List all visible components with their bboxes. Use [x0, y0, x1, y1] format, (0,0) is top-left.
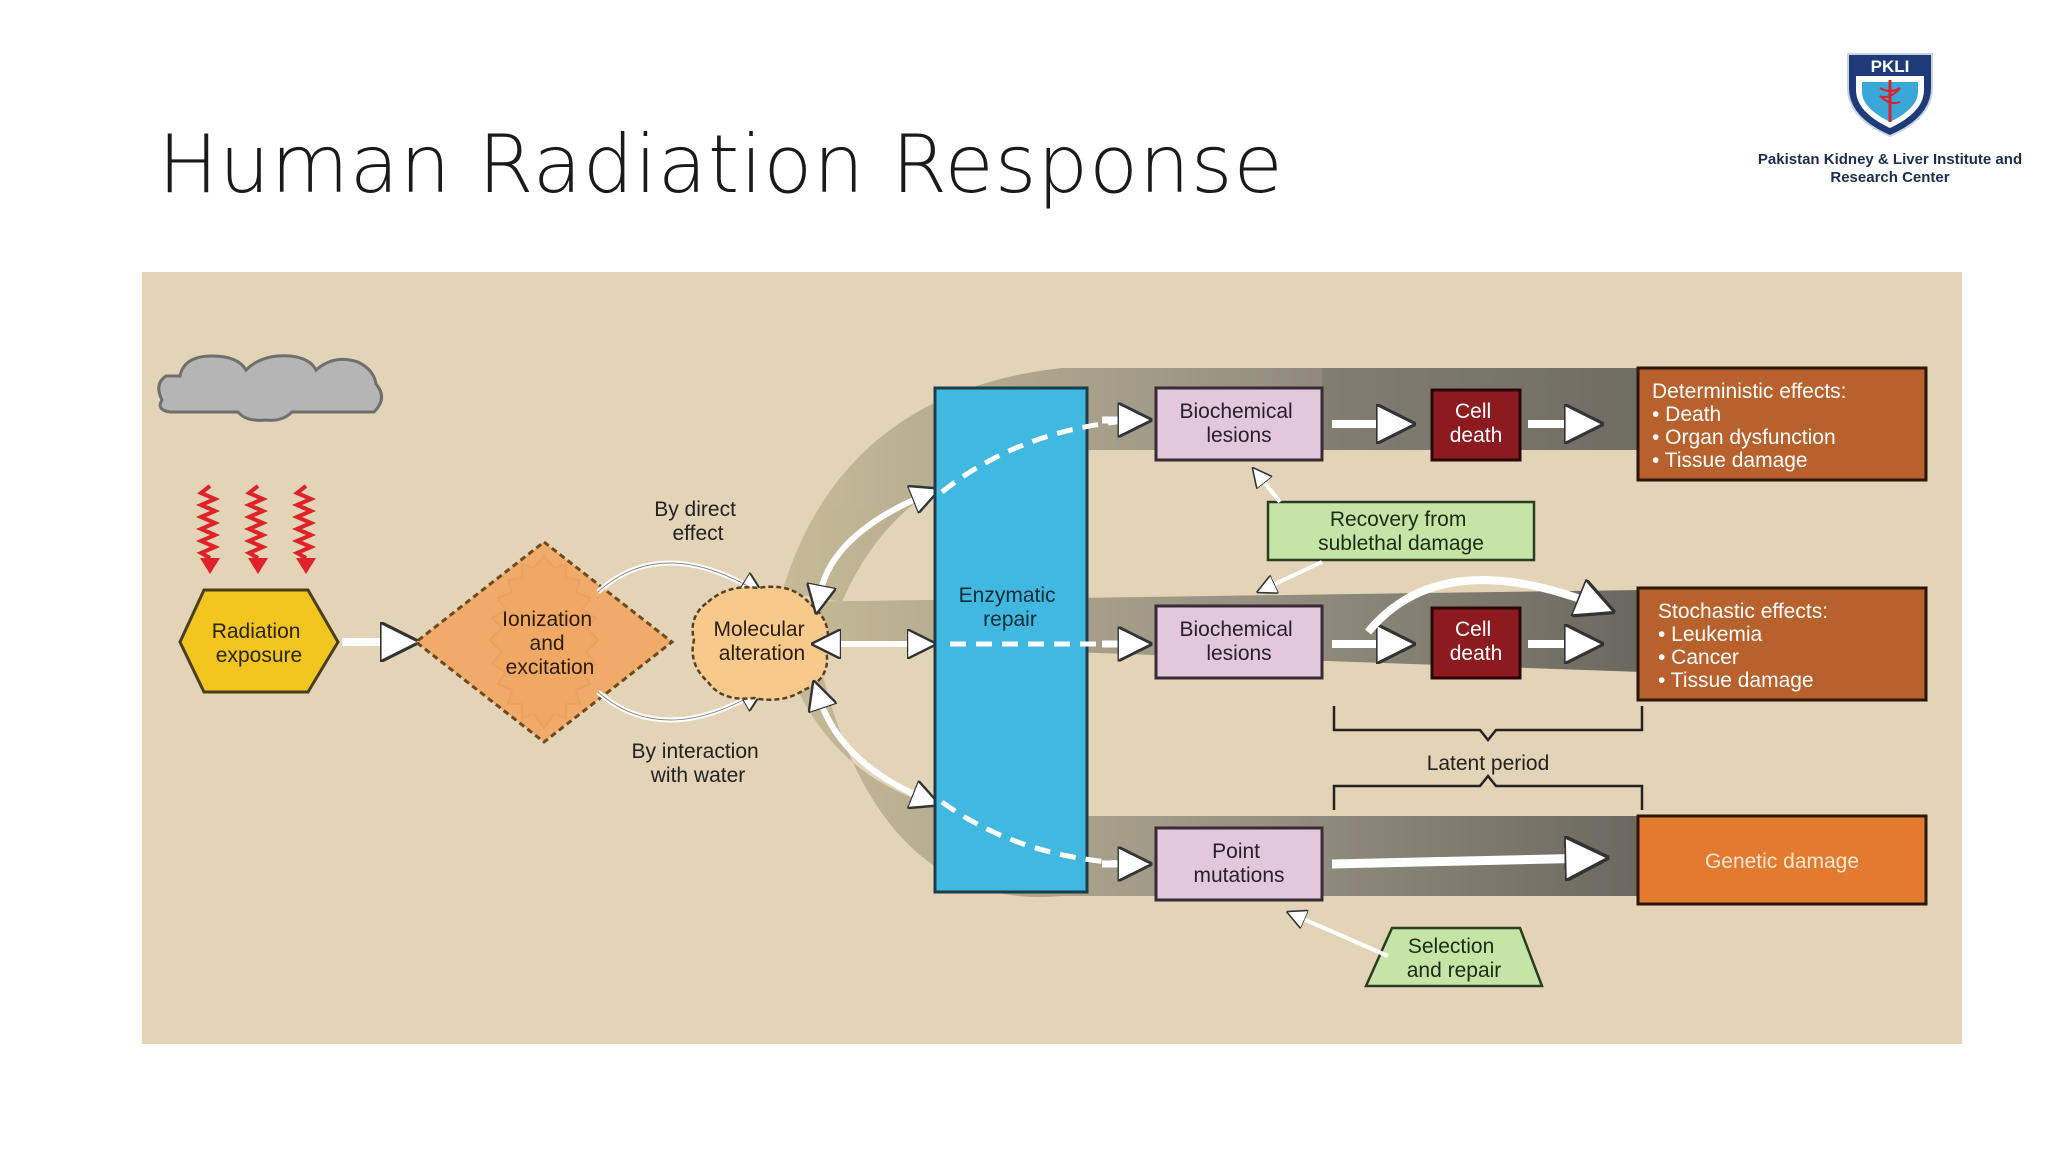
biochemical-lesions-top-node — [1154, 386, 1324, 462]
biochemical-lesions-top-line1: Biochemical — [1179, 400, 1292, 423]
deterministic-effects-node — [1636, 366, 1928, 482]
svg-text:By direct effect: By direct effect — [654, 498, 742, 545]
svg-text:Cell death: Cell death — [1450, 400, 1503, 447]
svg-text:Radiation exposure: Radiation exposure — [212, 620, 307, 667]
svg-text:By interaction with water: By interaction with water — [631, 740, 764, 787]
cloud-icon — [157, 354, 383, 422]
radiation-exposure-line2: exposure — [216, 644, 302, 667]
molecular-to-repair-bottom-arrow — [820, 700, 932, 802]
molecular-alteration-line1: Molecular — [714, 618, 805, 641]
svg-text:Enzymatic repair: Enzymatic repair — [959, 584, 1062, 631]
cell-death-mid-node — [1430, 606, 1522, 680]
radiation-exposure-node — [178, 588, 340, 694]
svg-text:Deterministic effects: • D: Deterministic effects: • Death • Organ d… — [1652, 380, 1852, 472]
stochastic-title: Stochastic effects: — [1658, 600, 1828, 623]
svg-text:Ionization and excitat: Ionization and excitation — [502, 608, 598, 679]
logo-caption-line2: Research Center — [1830, 169, 1950, 186]
deterministic-title: Deterministic effects: — [1652, 380, 1847, 403]
ionization-line3: excitation — [506, 656, 595, 679]
ionization-line1: Ionization — [502, 608, 592, 631]
lesions-to-stochastic-curve-arrow — [1364, 576, 1604, 635]
cell-death-top-line2: death — [1450, 424, 1503, 447]
cell-death-mid-line1: Cell — [1455, 618, 1491, 641]
cell-death-top-node — [1430, 388, 1522, 462]
deterministic-item1: • Death — [1652, 403, 1721, 426]
cell-death-top-line1: Cell — [1455, 400, 1491, 423]
recovery-line1: Recovery from — [1330, 508, 1467, 531]
cell-death-mid-line2: death — [1450, 642, 1503, 665]
slide-title: Human Radiation Response — [158, 118, 1284, 211]
point-mutations-node — [1154, 826, 1324, 902]
radiation-response-diagram: Radiation exposure Ionization and excita… — [142, 272, 1962, 1044]
enzymatic-repair-line1: Enzymatic — [959, 584, 1056, 607]
svg-text:Point mutations: Point mutations — [1193, 840, 1284, 887]
pkli-shield-icon: PKLI — [1847, 53, 1933, 138]
svg-text:Recovery from sublethal da: Recovery from sublethal damage — [1318, 508, 1484, 555]
latent-period-label: Latent period — [1427, 752, 1550, 775]
molecular-alteration-line2: alteration — [719, 642, 805, 665]
stochastic-effects-node — [1636, 586, 1928, 702]
pkli-logo: PKLI Pakistan Kidney & Liver Institute a… — [1740, 48, 2040, 198]
molecular-alteration-node — [691, 585, 830, 701]
selection-to-mutations-arrow — [1292, 914, 1389, 958]
mutations-to-genetic-arrow — [1331, 858, 1596, 864]
recovery-line2: sublethal damage — [1318, 532, 1484, 555]
latent-period-bracket-lower — [1332, 773, 1644, 810]
logo-badge-text: PKLI — [1871, 57, 1910, 76]
point-mutations-line2: mutations — [1193, 864, 1284, 887]
enzymatic-repair-node — [933, 386, 1089, 894]
repair-pass-through-arrows — [940, 420, 1142, 864]
direct-effect-line2: effect — [673, 522, 724, 545]
selection-repair-node — [1364, 926, 1544, 988]
stochastic-item2: • Cancer — [1658, 646, 1739, 669]
svg-text:Biochemical lesions: Biochemical lesions — [1179, 618, 1298, 665]
recovery-node — [1266, 500, 1536, 562]
biochemical-lesions-top-line2: lesions — [1206, 424, 1271, 447]
stochastic-item3: • Tissue damage — [1658, 669, 1814, 692]
svg-text:Selection and repair: Selection and repair — [1407, 935, 1502, 982]
deterministic-item2: • Organ dysfunction — [1652, 426, 1836, 449]
latent-period-bracket-upper — [1332, 706, 1644, 743]
enzymatic-repair-line2: repair — [983, 608, 1037, 631]
radiation-waves-icon — [195, 484, 317, 560]
ionization-line2: and — [530, 632, 565, 655]
direct-effect-line1: By direct — [654, 498, 736, 521]
water-interaction-line2: with water — [650, 764, 746, 787]
svg-text:Biochemical lesions: Biochemical lesions — [1179, 400, 1298, 447]
radiation-arrowheads — [200, 558, 316, 574]
svg-text:Molecular alteration: Molecular alteration — [714, 618, 811, 665]
radiation-exposure-line1: Radiation — [212, 620, 301, 643]
biochemical-lesions-mid-line2: lesions — [1206, 642, 1271, 665]
svg-text:Cell death: Cell death — [1450, 618, 1503, 665]
recovery-to-lesions-down-arrow — [1262, 560, 1323, 590]
biochemical-lesions-mid-node — [1154, 604, 1324, 680]
genetic-damage-label: Genetic damage — [1705, 850, 1859, 873]
point-mutations-line1: Point — [1212, 840, 1260, 863]
genetic-damage-node — [1636, 814, 1928, 906]
water-interaction-line1: By interaction — [631, 740, 758, 763]
svg-text:Stochastic effects: • Leuk: Stochastic effects: • Leukemia • Cancer … — [1658, 600, 1834, 692]
molecular-to-repair-top-arrow — [820, 492, 932, 594]
selection-repair-line1: Selection — [1408, 935, 1494, 958]
biochemical-lesions-mid-line1: Biochemical — [1179, 618, 1292, 641]
selection-repair-line2: and repair — [1407, 959, 1502, 982]
logo-caption-line1: Pakistan Kidney & Liver Institute and — [1757, 151, 2023, 168]
deterministic-item3: • Tissue damage — [1652, 449, 1808, 472]
recovery-to-lesions-up-arrow — [1256, 472, 1282, 504]
stochastic-item1: • Leukemia — [1658, 623, 1763, 646]
